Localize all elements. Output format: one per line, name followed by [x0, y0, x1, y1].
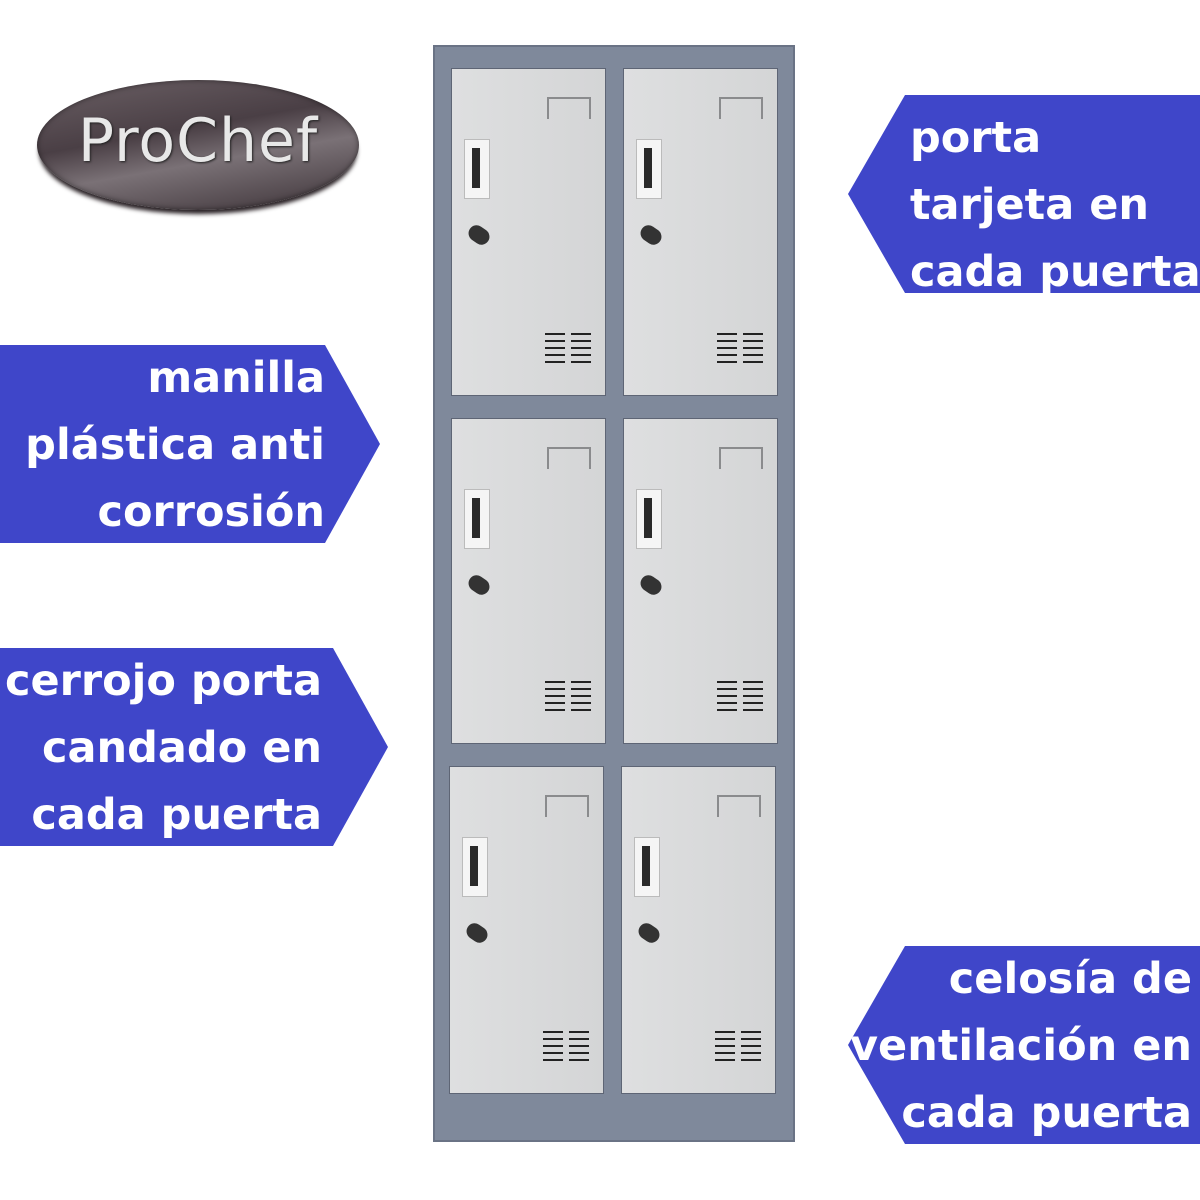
- handle-icon: [464, 489, 490, 549]
- callout-line: cerrojo porta: [5, 656, 322, 706]
- card-holder-icon: [719, 97, 763, 119]
- locker-door: [621, 766, 776, 1094]
- ventilation-grille-icon: [545, 681, 591, 715]
- callout-line: tarjeta en: [910, 180, 1149, 230]
- handle-icon: [634, 837, 660, 897]
- ventilation-grille-icon: [717, 681, 763, 715]
- callout-line: porta: [910, 113, 1042, 163]
- padlock-latch-icon: [465, 572, 493, 598]
- padlock-latch-icon: [637, 572, 665, 598]
- ventilation-grille-icon: [715, 1031, 761, 1065]
- locker-door: [623, 68, 778, 396]
- locker-cabinet: [433, 45, 795, 1142]
- handle-icon: [464, 139, 490, 199]
- card-holder-icon: [547, 97, 591, 119]
- padlock-latch-icon: [465, 222, 493, 248]
- locker-door: [623, 418, 778, 744]
- callout-line: ventilación en: [850, 1021, 1192, 1071]
- locker-door: [449, 766, 604, 1094]
- locker-door: [451, 418, 606, 744]
- callout-padlock: cerrojo porta candado en cada puerta: [0, 648, 388, 846]
- locker-door: [451, 68, 606, 396]
- ventilation-grille-icon: [545, 333, 591, 367]
- callout-line: candado en: [42, 723, 322, 773]
- callout-line: celosía de: [948, 954, 1192, 1004]
- padlock-latch-icon: [463, 920, 491, 946]
- padlock-latch-icon: [635, 920, 663, 946]
- callout-handle: manilla plástica anti corrosión: [0, 345, 380, 543]
- handle-icon: [462, 837, 488, 897]
- logo-text: ProChef: [77, 106, 319, 176]
- card-holder-icon: [719, 447, 763, 469]
- card-holder-icon: [717, 795, 761, 817]
- callout-line: cada puerta: [910, 247, 1200, 297]
- callout-line: plástica anti: [25, 420, 325, 470]
- padlock-latch-icon: [637, 222, 665, 248]
- callout-card-holder: porta tarjeta en cada puerta: [848, 95, 1200, 293]
- card-holder-icon: [547, 447, 591, 469]
- ventilation-grille-icon: [543, 1031, 589, 1065]
- handle-icon: [636, 489, 662, 549]
- ventilation-grille-icon: [717, 333, 763, 367]
- callout-line: manilla: [147, 353, 325, 403]
- handle-icon: [636, 139, 662, 199]
- prochef-logo: ProChef: [37, 80, 359, 210]
- callout-line: cada puerta: [31, 790, 322, 840]
- callout-line: corrosión: [97, 487, 325, 537]
- card-holder-icon: [545, 795, 589, 817]
- callout-line: cada puerta: [901, 1088, 1192, 1138]
- callout-ventilation: celosía de ventilación en cada puerta: [848, 946, 1200, 1144]
